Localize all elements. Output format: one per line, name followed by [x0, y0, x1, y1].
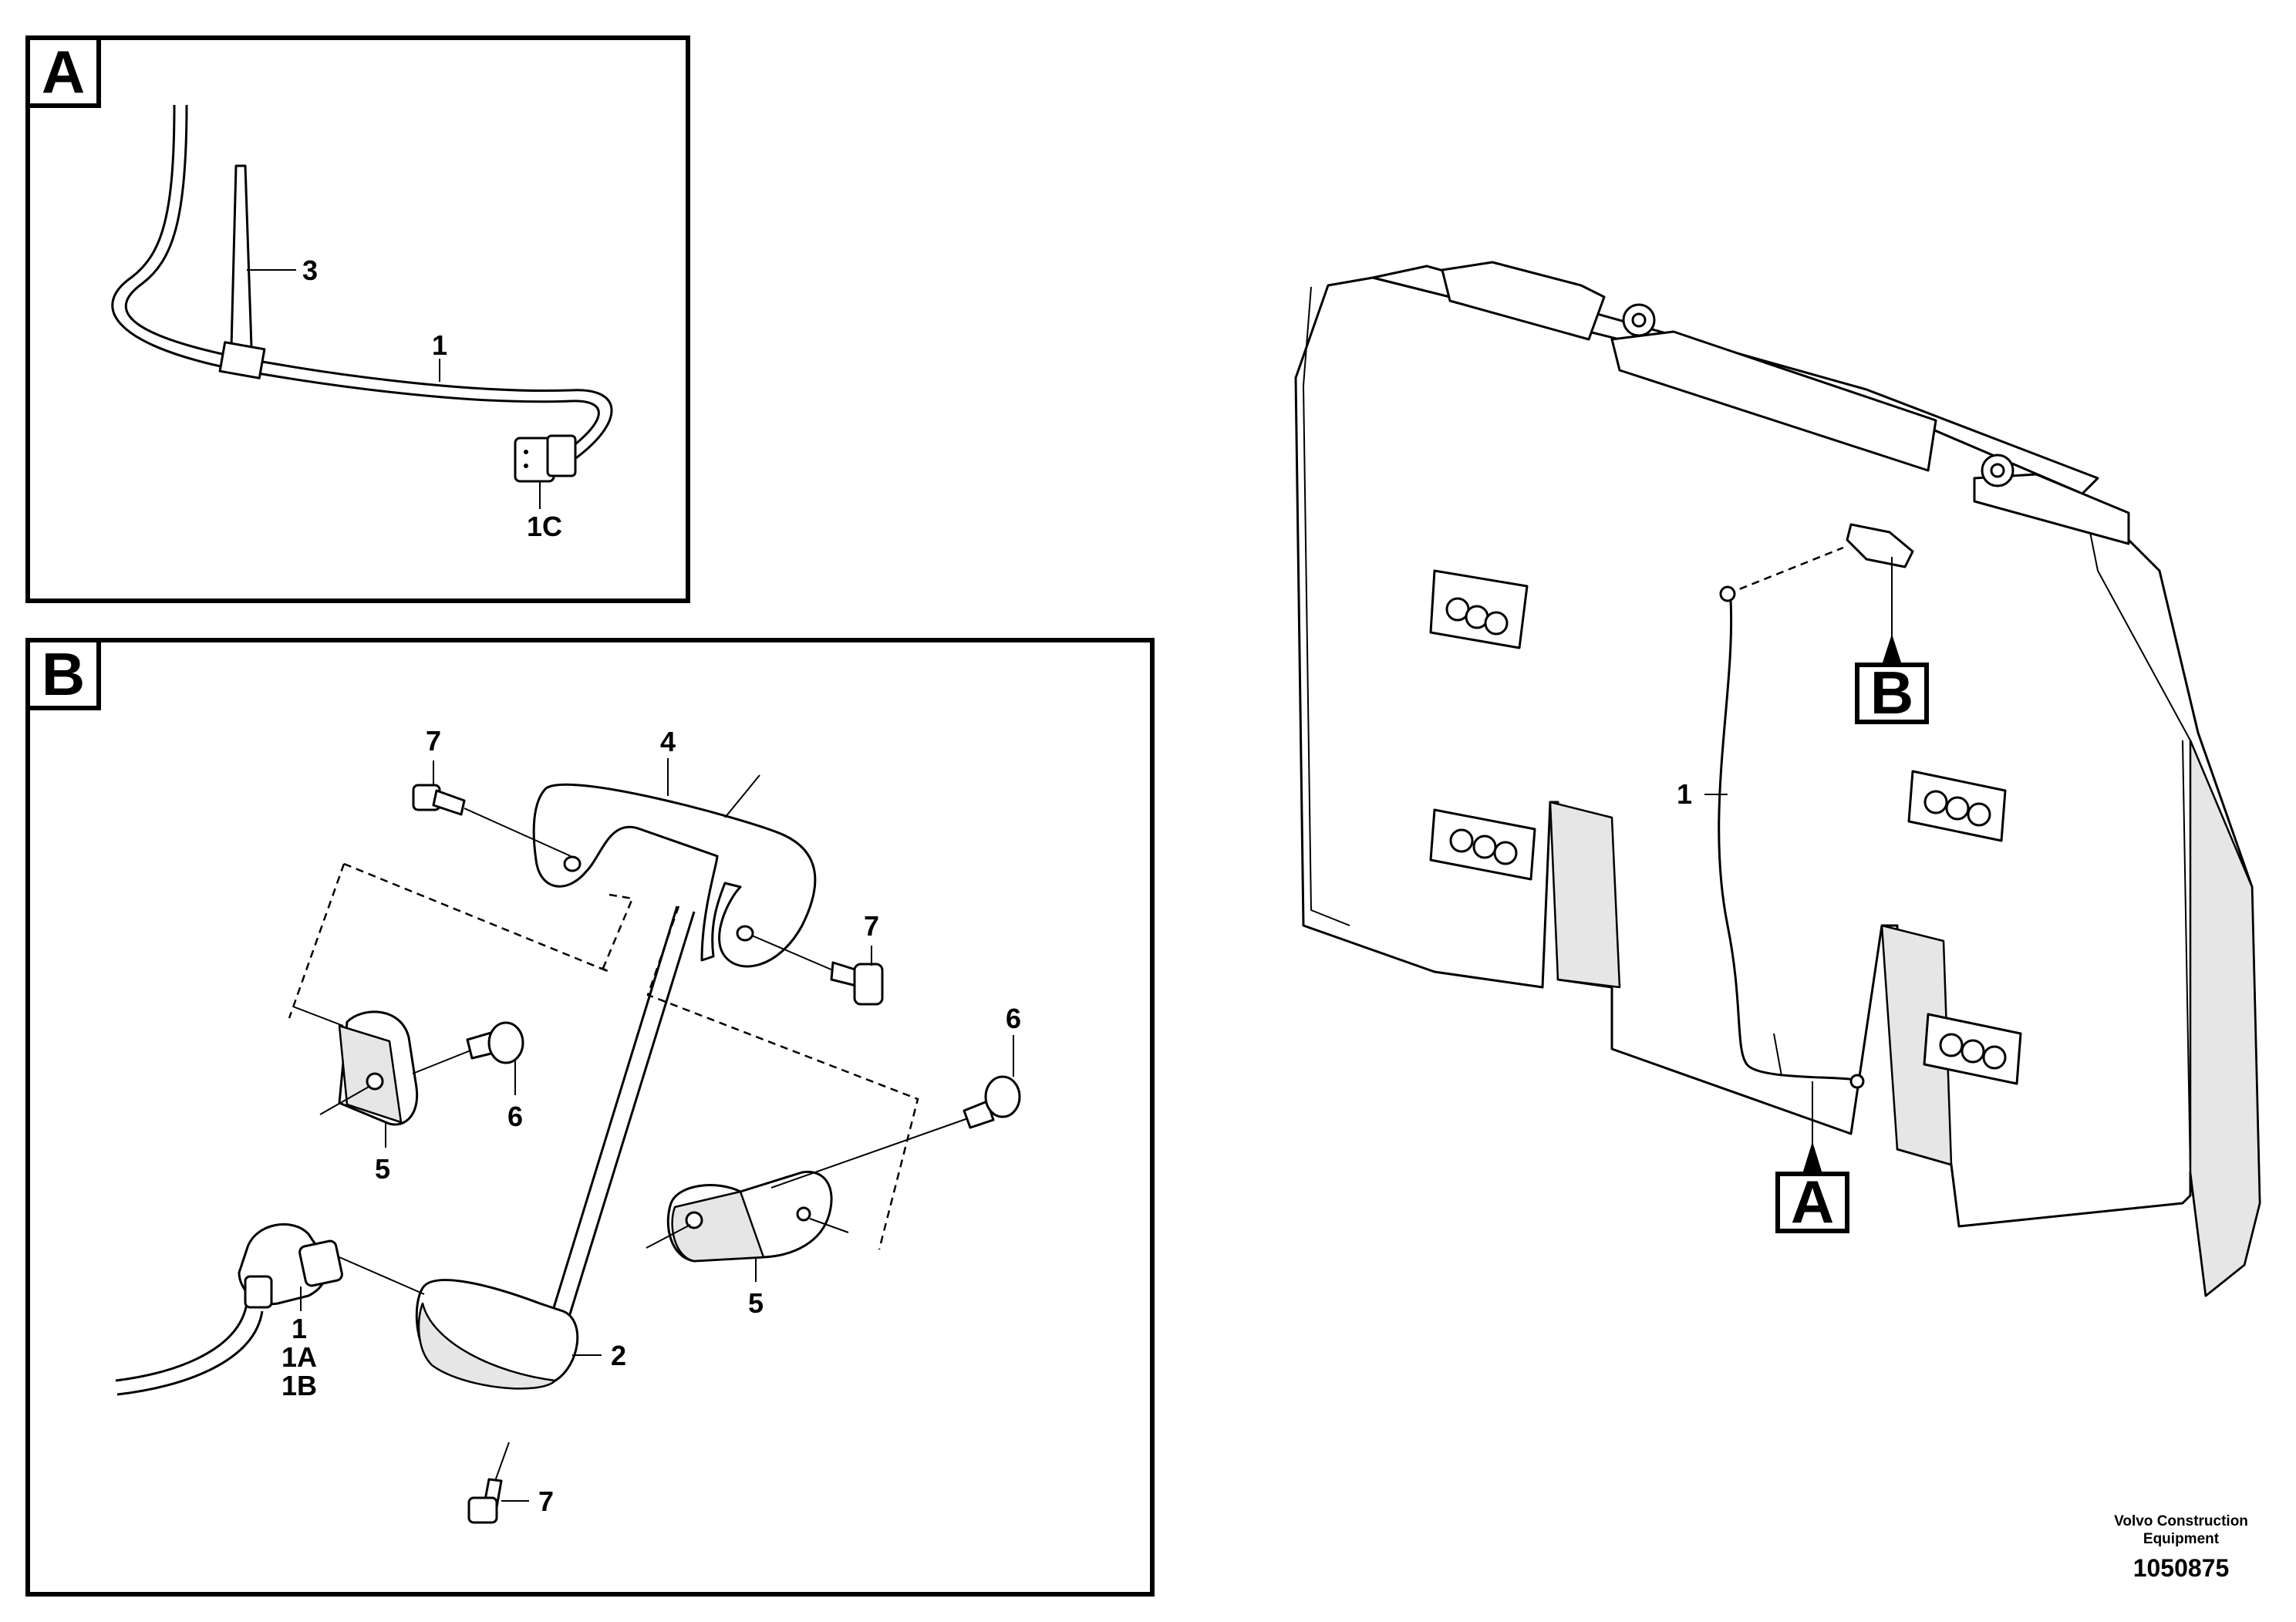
detail-a-frame — [25, 35, 690, 603]
marker-b: B — [1855, 557, 1929, 727]
detail-a-letter-box — [25, 35, 101, 108]
terminal-block-4 — [1923, 1013, 2022, 1085]
callout-clip-left: 5 — [375, 1153, 390, 1185]
screw-6-right — [770, 1075, 1021, 1189]
overview-callout-cable: 1 — [1677, 778, 1692, 810]
detail-a-letter: A — [42, 38, 85, 106]
callout-bolt-right: 7 — [864, 910, 879, 942]
callout-connector-1c: 1C — [527, 511, 562, 542]
callout-bracket: 4 — [660, 726, 676, 757]
credit-line-2: Equipment — [2143, 1531, 2220, 1547]
marker-a: A — [1775, 1081, 1849, 1236]
connector-1c — [514, 434, 577, 483]
callout-bolt-top: 7 — [426, 725, 441, 757]
callout-clip-right: 5 — [748, 1287, 764, 1319]
cable-connector-1 — [115, 1222, 343, 1396]
callout-bolt-bottom: 7 — [538, 1485, 554, 1517]
detail-b-panel: B — [25, 638, 1155, 1597]
top-plate-left — [1441, 261, 1606, 341]
sensor-arm — [548, 905, 696, 1327]
callout-screw-right: 6 — [1006, 1003, 1021, 1034]
assembly-dash-left-2 — [288, 863, 634, 1019]
clip-5-left — [292, 1006, 419, 1126]
bracket-4 — [532, 774, 817, 968]
callout-tie: 3 — [302, 255, 318, 286]
marker-a-letter: A — [1791, 1168, 1834, 1236]
bolt-7-top — [412, 784, 571, 857]
bolt-7-right — [751, 935, 884, 1006]
callout-screw-left: 6 — [507, 1101, 523, 1132]
detail-b-letter: B — [42, 640, 85, 708]
bolt-7-bottom — [467, 1442, 510, 1524]
callout-cable-1b: 1B — [282, 1370, 317, 1401]
overview-harness — [1718, 599, 1856, 1081]
clip-5-right — [646, 1170, 849, 1263]
counterweight-overview — [1294, 261, 2261, 1297]
top-plate-right — [1973, 473, 2130, 545]
detail-a-panel: A 3 1 1C — [25, 35, 690, 603]
callout-cable-1a: 1A — [282, 1341, 317, 1373]
overview-sensor — [1846, 523, 1914, 568]
terminal-block-2 — [1429, 808, 1536, 881]
screw-6-left — [412, 1021, 524, 1074]
terminal-block-3 — [1907, 770, 2007, 842]
top-plate-mid — [1610, 330, 1937, 472]
counterweight-body — [1294, 276, 2261, 1297]
sensor-2 — [339, 1256, 579, 1390]
document-number: 1050875 — [2133, 1554, 2230, 1582]
callout-sensor: 2 — [611, 1340, 626, 1371]
callout-cable: 1 — [432, 329, 447, 361]
marker-b-letter: B — [1870, 659, 1913, 727]
assembly-dash-left — [343, 862, 610, 973]
terminal-block-1 — [1429, 569, 1529, 649]
credit-line-1: Volvo Construction — [2114, 1513, 2248, 1529]
callout-cable-1: 1 — [292, 1313, 307, 1344]
cable-tie — [218, 164, 266, 379]
detail-b-letter-box — [25, 638, 101, 710]
